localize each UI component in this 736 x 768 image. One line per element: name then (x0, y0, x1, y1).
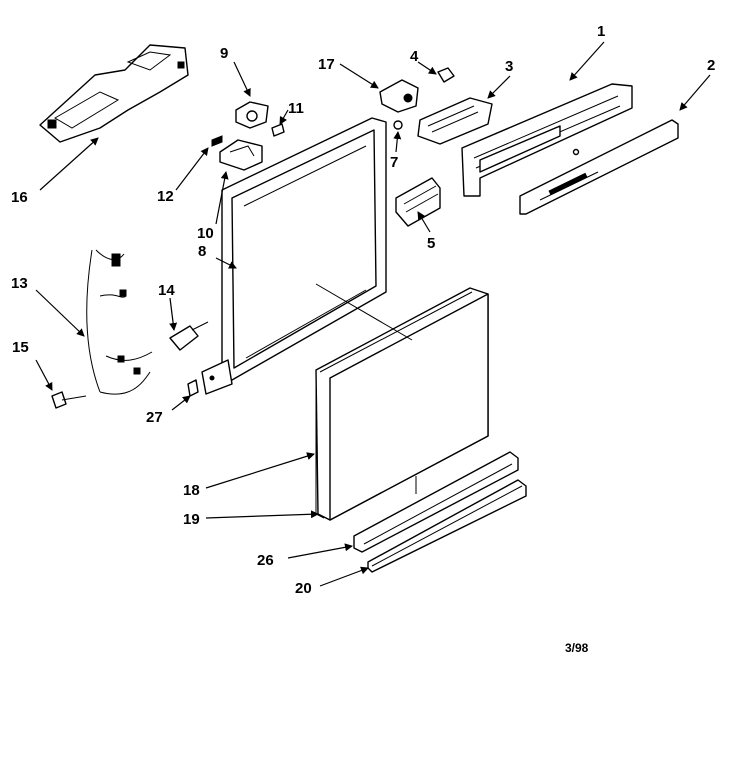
callout-3: 3 (505, 58, 514, 75)
part-26-lower-trim (353, 451, 519, 553)
callout-15: 15 (12, 339, 29, 356)
callout-4: 4 (410, 48, 419, 65)
part-16-vent-assembly (39, 44, 189, 143)
callout-17: 17 (318, 56, 335, 73)
callout-5: 5 (427, 235, 436, 252)
callout-10: 10 (197, 225, 214, 242)
part-11-screw (271, 123, 285, 137)
part-17-switch (379, 79, 419, 113)
leader-lines (35, 41, 711, 587)
alignment-lines (315, 283, 417, 494)
part-8-door-frame (201, 117, 387, 395)
revision-code: 3/98 (565, 641, 589, 655)
callout-26: 26 (257, 552, 274, 569)
part-27-clip (187, 379, 199, 397)
callout-14: 14 (158, 282, 175, 299)
callout-8: 8 (198, 243, 207, 260)
callout-1: 1 (597, 23, 606, 40)
callout-27: 27 (146, 409, 163, 426)
callout-19: 19 (183, 511, 200, 528)
callout-2: 2 (707, 57, 716, 74)
callout-18: 18 (183, 482, 200, 499)
callout-13: 13 (11, 275, 28, 292)
part-2-trim-strip (519, 119, 679, 215)
part-14-connector (169, 321, 209, 351)
callout-12: 12 (157, 188, 174, 205)
callout-7: 7 (390, 154, 399, 171)
part-1-console-panel (461, 83, 633, 197)
part-3-control-block (417, 97, 493, 145)
part-4-knob (437, 67, 455, 83)
callout-11: 11 (288, 100, 304, 117)
part-9-hinge-bracket (235, 101, 269, 129)
callout-16: 16 (11, 189, 28, 206)
callout-20: 20 (295, 580, 312, 597)
part-7-fastener (393, 120, 403, 130)
part-13-wire-harness (86, 249, 153, 395)
part-18-outer-door-panel (315, 287, 489, 521)
part-12-strike (211, 135, 223, 147)
callout-9: 9 (220, 45, 229, 62)
part-10-door-latch (219, 139, 263, 171)
part-5-button-set (395, 177, 441, 227)
part-15-screw (51, 391, 87, 409)
